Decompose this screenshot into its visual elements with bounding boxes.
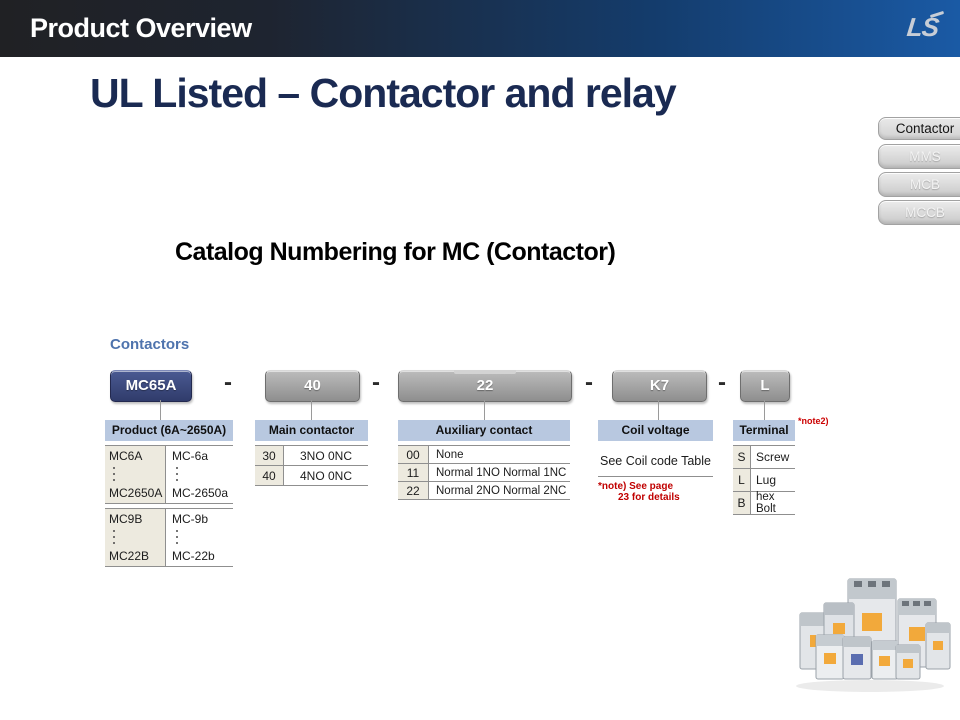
main-contactor-header: Main contactor <box>255 420 368 441</box>
product-code: MC2650A <box>109 486 163 500</box>
terminal-note: *note2) <box>798 416 829 426</box>
table-row: B hex Bolt <box>733 491 795 515</box>
coil-voltage-header: Coil voltage <box>598 420 713 441</box>
row-desc: None <box>436 448 464 461</box>
table-row: 40 4NO 0NC <box>255 466 368 486</box>
table-row: 11 Normal 1NO Normal 1NC <box>398 464 570 482</box>
note-line-2: 23 for details <box>618 492 680 503</box>
product-code: MC6A <box>109 449 143 463</box>
table-row: S Screw <box>733 446 795 469</box>
row-desc: Lug <box>756 473 777 487</box>
row-desc: Normal 2NO Normal 2NC <box>436 484 567 497</box>
main-contactor-table: Main contactor 30 3NO 0NC 40 4NO 0NC <box>255 420 368 486</box>
auxiliary-contact-header: Auxiliary contact <box>398 420 570 441</box>
row-code: B <box>733 492 751 514</box>
catalog-segment-main-contact: 40 <box>265 370 360 402</box>
top-banner: Product Overview LS <box>0 0 960 57</box>
table-row: 30 3NO 0NC <box>255 446 368 466</box>
catalog-segment-terminal: L <box>740 370 790 402</box>
product-table: Product (6A~2650A) MC6A MC2650A MC-6a MC… <box>105 420 233 571</box>
row-code: S <box>733 446 751 468</box>
tab-mccb[interactable]: MCCB <box>878 200 960 225</box>
row-code: 11 <box>398 464 429 481</box>
table-row: 22 Normal 2NO Normal 2NC <box>398 482 570 500</box>
page-title: UL Listed – Contactor and relay <box>90 70 677 116</box>
separator-1: - <box>224 369 232 396</box>
row-code: 30 <box>255 446 284 465</box>
table-row: L Lug <box>733 469 795 492</box>
product-code: MC9B <box>109 512 143 526</box>
table-row: 00 None <box>398 446 570 464</box>
coil-voltage-body: See Coil code Table <box>598 446 713 477</box>
tab-mcb[interactable]: MCB <box>878 172 960 197</box>
tab-contactor[interactable]: Contactor <box>878 117 960 140</box>
catalog-segment-coil-voltage: K7 <box>612 370 707 402</box>
terminal-header: Terminal <box>733 420 795 441</box>
terminal-table: Terminal S Screw L Lug B hex Bolt <box>733 420 795 515</box>
row-code: 00 <box>398 446 429 463</box>
row-desc: hex Bolt <box>756 491 776 515</box>
product-code: MC22B <box>109 549 150 563</box>
note-line-1: *note) See page <box>598 481 674 492</box>
product-code-alt: MC-9b <box>172 512 209 526</box>
product-photo-illustration <box>786 573 952 695</box>
banner-title: Product Overview <box>30 13 252 43</box>
product-code-alt: MC-2650a <box>172 486 229 500</box>
connector-line <box>658 400 659 420</box>
coil-voltage-table: Coil voltage See Coil code Table *note) … <box>598 420 713 503</box>
ellipsis-dots <box>109 527 165 548</box>
contactor-products-image <box>796 578 951 692</box>
catalog-segment-aux-contact: 22 <box>398 370 572 402</box>
row-code: L <box>733 469 751 491</box>
row-desc: 4NO 0NC <box>299 468 352 483</box>
row-desc: Screw <box>756 450 790 464</box>
ellipsis-dots <box>172 464 233 485</box>
separator-4: - <box>718 369 726 396</box>
product-code-alt: MC-22b <box>172 549 215 563</box>
row-code: 40 <box>255 466 284 485</box>
product-table-header: Product (6A~2650A) <box>105 420 233 441</box>
row-desc: Normal 1NO Normal 1NC <box>436 466 567 479</box>
connector-line <box>484 400 485 420</box>
catalog-segment-product: MC65A <box>110 370 192 402</box>
ls-logo: LS <box>905 10 945 43</box>
ellipsis-dots <box>172 527 233 548</box>
separator-2: - <box>372 369 380 396</box>
section-subtitle: Catalog Numbering for MC (Contactor) <box>175 238 616 266</box>
connector-line <box>764 400 765 420</box>
tab-mms[interactable]: MMS <box>878 144 960 169</box>
contactors-section-label: Contactors <box>110 336 190 353</box>
auxiliary-contact-table: Auxiliary contact 00 None 11 Normal 1NO … <box>398 420 570 500</box>
product-group-b: MC9B MC22B MC-9b MC-22b <box>105 508 233 567</box>
product-group-a: MC6A MC2650A MC-6a MC-2650a <box>105 445 233 504</box>
separator-3: - <box>585 369 593 396</box>
ellipsis-dots <box>109 464 165 485</box>
connector-line <box>160 400 161 420</box>
product-code-alt: MC-6a <box>172 449 209 463</box>
connector-line <box>311 400 312 420</box>
coil-voltage-note: *note) See page 23 for details <box>598 481 713 503</box>
row-desc: 3NO 0NC <box>299 448 352 463</box>
row-code: 22 <box>398 482 429 499</box>
